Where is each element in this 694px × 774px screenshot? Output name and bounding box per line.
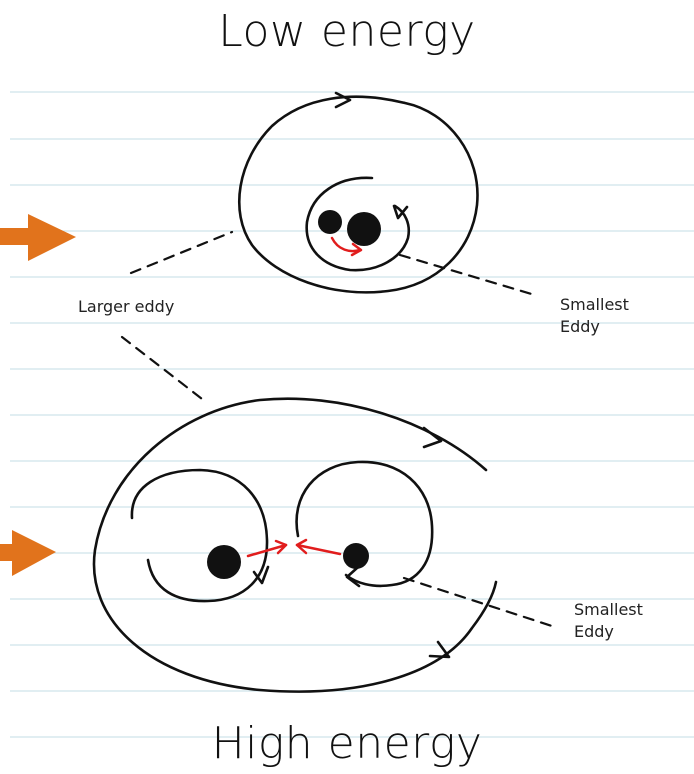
leader-smallest-eddy-top	[398, 253, 537, 297]
eddy-arrowhead-icon	[422, 426, 443, 449]
eddy-arrowhead-icon	[334, 91, 352, 109]
eddy-arrowhead-icon	[345, 566, 361, 588]
title-low-energy: Low energy	[218, 6, 476, 57]
particle-icon	[347, 212, 381, 246]
leader-larger-eddy-bottom	[120, 335, 208, 404]
ruled-lines	[10, 91, 694, 738]
eddy-arrowhead-icon	[274, 539, 288, 555]
leader-larger-eddy-top	[129, 230, 234, 275]
title-high-energy: High energy	[211, 718, 483, 769]
large-eddy-bottom	[92, 397, 498, 693]
small-eddy-top	[305, 176, 411, 272]
label-smallest-eddy-bottom: Smallest Eddy	[574, 600, 643, 641]
small-eddy-right	[295, 460, 434, 588]
small-eddy-left	[130, 468, 269, 603]
flow-arrow-icon	[0, 530, 56, 576]
eddy-arrowhead-icon	[350, 242, 363, 257]
label-smallest-eddy-top: Smallest Eddy	[560, 295, 629, 336]
eddy-arrowhead-icon	[252, 565, 270, 585]
particle-icon	[207, 545, 241, 579]
particle-icon	[343, 543, 369, 569]
low-energy-eddies	[129, 91, 537, 297]
label-larger-eddy: Larger eddy	[78, 297, 175, 316]
large-eddy-top	[238, 95, 479, 294]
leader-smallest-eddy-bottom	[402, 576, 557, 629]
high-energy-eddies	[92, 335, 557, 693]
eddy-arrowhead-icon	[428, 640, 451, 659]
red-arrow-left	[246, 543, 288, 558]
eddy-arrowhead-icon	[392, 204, 409, 220]
red-arrow-right	[295, 543, 342, 556]
flow-arrow-icon	[0, 214, 76, 261]
eddy-arrowhead-icon	[295, 538, 308, 555]
particle-icon	[318, 210, 342, 234]
